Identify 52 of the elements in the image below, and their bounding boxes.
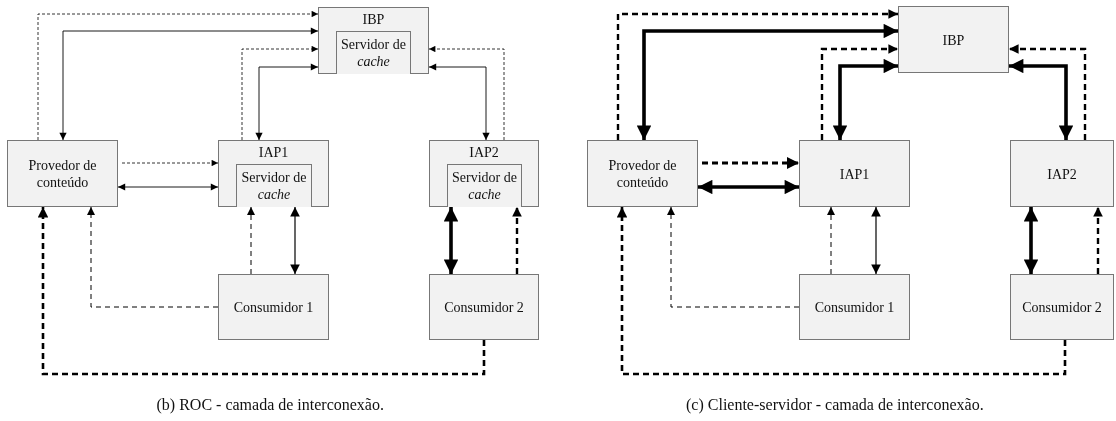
process-box xyxy=(218,140,329,207)
node-label: IBP xyxy=(361,11,386,28)
arrow xyxy=(37,207,486,376)
arrow xyxy=(616,9,898,140)
node-label: Provedor de conteúdo xyxy=(607,156,678,191)
arrow xyxy=(443,207,459,274)
node-label: Servidor de cache xyxy=(451,169,518,203)
process-box xyxy=(318,7,429,74)
arrow xyxy=(827,206,835,275)
process-box xyxy=(429,274,539,340)
caption: (c) Cliente-servidor - camada de interconexão. xyxy=(686,396,984,414)
arrow xyxy=(1009,44,1087,140)
arrow xyxy=(512,207,522,274)
arrow xyxy=(832,58,898,140)
process-box xyxy=(429,140,539,207)
node-label: Consumidor 1 xyxy=(813,298,896,316)
process-box xyxy=(7,140,118,207)
arrow xyxy=(255,63,319,141)
process-box xyxy=(799,140,910,207)
node-label: IAP1 xyxy=(838,165,871,182)
arrow xyxy=(871,206,881,275)
node-label: Servidor de cache xyxy=(240,169,308,203)
arrow xyxy=(290,206,300,275)
arrow xyxy=(702,157,799,169)
node-label: Provedor de conteúdo xyxy=(27,156,98,191)
arrow xyxy=(820,44,898,140)
arrow xyxy=(667,206,800,308)
arrow xyxy=(1009,58,1074,140)
node-label: Consumidor 1 xyxy=(232,298,315,316)
node-label: Servidor de cache xyxy=(340,36,407,70)
arrow xyxy=(87,206,219,308)
process-box xyxy=(587,140,698,207)
process-box xyxy=(218,274,329,340)
process-box xyxy=(898,6,1009,73)
arrow xyxy=(616,207,1067,376)
arrow xyxy=(698,179,799,195)
node-label: IAP2 xyxy=(1046,165,1078,182)
node-label: Consumidor 2 xyxy=(443,298,525,316)
caption: (b) ROC - camada de interconexão. xyxy=(156,396,384,414)
arrow xyxy=(1023,207,1039,274)
arrow xyxy=(247,206,255,275)
node-label: IAP1 xyxy=(257,144,290,161)
node-label: IBP xyxy=(941,31,966,48)
process-box xyxy=(1010,140,1114,207)
arrow xyxy=(636,23,898,140)
arrow xyxy=(59,27,319,141)
node-label: IAP2 xyxy=(468,144,500,161)
process-box xyxy=(799,274,910,340)
node-label: Consumidor 2 xyxy=(1021,298,1103,316)
arrow xyxy=(117,183,219,191)
process-box xyxy=(1010,274,1114,340)
arrow xyxy=(1093,207,1103,274)
